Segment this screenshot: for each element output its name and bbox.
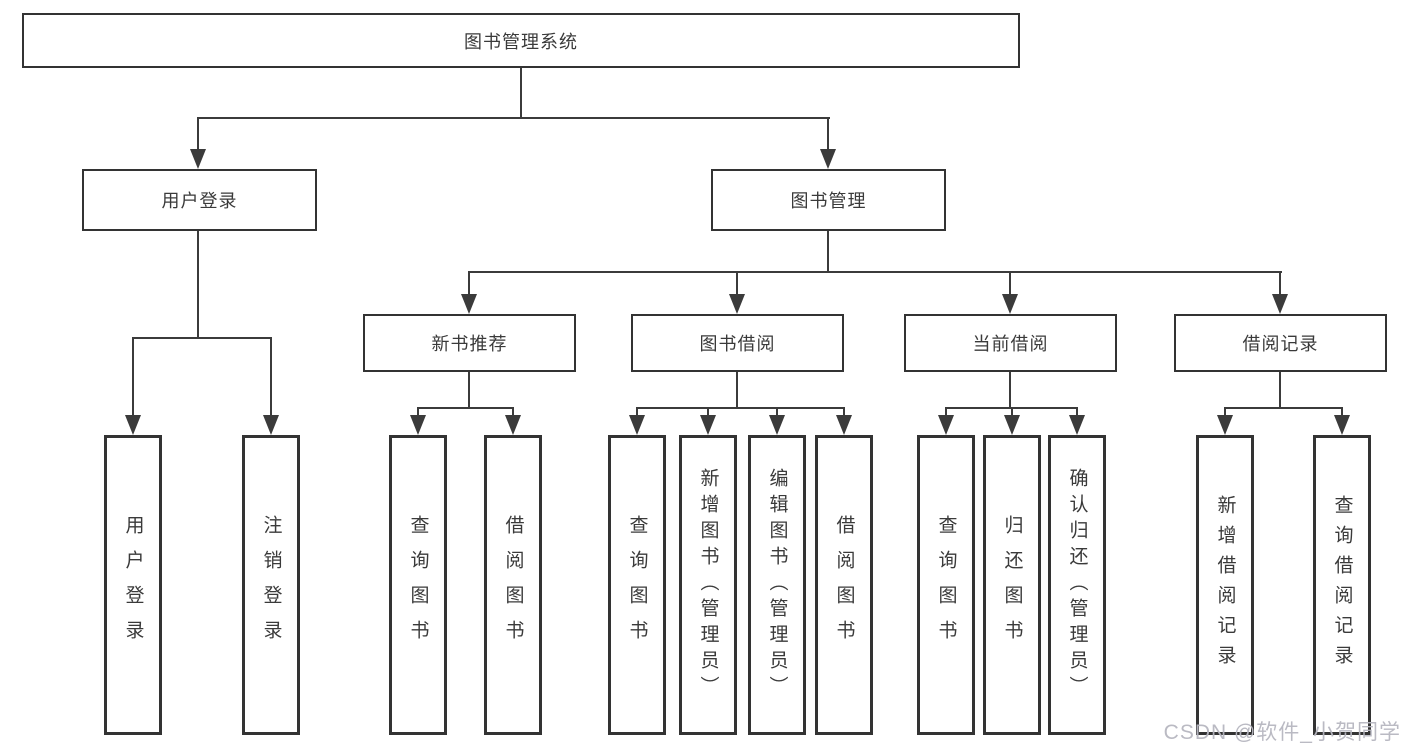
node-leaf-nb-borrow-label: 借阅图书	[502, 515, 524, 655]
node-leaf-br-query: 查询借阅记录	[1313, 435, 1371, 735]
connector-new-book-rec-branch	[417, 407, 514, 409]
node-new-book-rec: 新书推荐	[363, 314, 576, 372]
connector-book-borrow-stem	[736, 372, 738, 409]
node-leaf-bb-borrow-label: 借阅图书	[833, 515, 855, 655]
node-current-borrow-label: 当前借阅	[972, 334, 1049, 354]
connector-root-branch	[197, 117, 830, 119]
node-leaf-cb-query-label: 查询图书	[935, 515, 957, 655]
arrowhead-borrow-records	[1272, 294, 1288, 314]
node-leaf-cb-query: 查询图书	[917, 435, 975, 735]
connector-drop-cb-confirm	[1076, 407, 1078, 417]
node-leaf-br-query-label: 查询借阅记录	[1331, 495, 1353, 675]
connector-drop-book-mgmt	[827, 117, 829, 151]
connector-drop-user-login	[197, 117, 199, 151]
connector-current-borrow-stem	[1009, 372, 1011, 409]
connector-drop-logout-leaf	[270, 337, 272, 417]
connector-drop-new-book-rec	[468, 271, 470, 296]
node-book-borrow: 图书借阅	[631, 314, 844, 372]
node-leaf-bb-query-label: 查询图书	[626, 515, 648, 655]
node-leaf-nb-query-label: 查询图书	[407, 515, 429, 655]
node-book-mgmt-label: 图书管理	[790, 191, 867, 211]
connector-borrow-records-stem	[1279, 372, 1281, 409]
connector-drop-cb-return	[1011, 407, 1013, 417]
connector-root-trunk	[520, 68, 522, 117]
arrowhead-book-mgmt	[820, 149, 836, 169]
connector-drop-borrow-records	[1279, 271, 1281, 296]
connector-book-mgmt-stem	[827, 231, 829, 273]
node-leaf-nb-borrow: 借阅图书	[484, 435, 542, 735]
node-leaf-logout-label: 注销登录	[260, 515, 282, 655]
arrowhead-new-book-rec	[461, 294, 477, 314]
connector-book-borrow-branch	[636, 407, 845, 409]
node-leaf-br-add: 新增借阅记录	[1196, 435, 1254, 735]
node-leaf-user-login-label: 用户登录	[122, 515, 144, 655]
node-leaf-bb-query: 查询图书	[608, 435, 666, 735]
arrowhead-nb-query	[410, 415, 426, 435]
connector-borrow-records-branch	[1224, 407, 1343, 409]
node-leaf-cb-confirm: 确认归还（管理员）	[1048, 435, 1106, 735]
connector-book-mgmt-branch	[468, 271, 1282, 273]
arrowhead-book-borrow	[729, 294, 745, 314]
node-leaf-cb-return-label: 归还图书	[1001, 515, 1023, 655]
arrowhead-cb-confirm	[1069, 415, 1085, 435]
arrowhead-bb-query	[629, 415, 645, 435]
arrowhead-user-login	[190, 149, 206, 169]
csdn-watermark: CSDN @软件_小贺同学	[1163, 721, 1401, 744]
connector-drop-nb-query	[417, 407, 419, 417]
node-leaf-bb-edit-label: 编辑图书（管理员）	[766, 468, 788, 702]
connector-drop-bb-edit	[776, 407, 778, 417]
arrowhead-nb-borrow	[505, 415, 521, 435]
arrowhead-user-login-leaf	[125, 415, 141, 435]
node-user-login: 用户登录	[82, 169, 317, 231]
node-leaf-user-login: 用户登录	[104, 435, 162, 735]
node-book-borrow-label: 图书借阅	[699, 334, 776, 354]
connector-new-book-rec-stem	[468, 372, 470, 409]
arrowhead-br-add	[1217, 415, 1233, 435]
connector-user-login-stem	[197, 231, 199, 339]
arrowhead-cb-query	[938, 415, 954, 435]
arrowhead-bb-edit	[769, 415, 785, 435]
node-root-label: 图书管理系统	[464, 31, 578, 52]
arrowhead-logout-leaf	[263, 415, 279, 435]
arrowhead-br-query	[1334, 415, 1350, 435]
node-new-book-rec-label: 新书推荐	[431, 334, 508, 354]
connector-drop-user-login-leaf	[132, 337, 134, 417]
node-book-mgmt: 图书管理	[711, 169, 946, 231]
connector-drop-book-borrow	[736, 271, 738, 296]
node-leaf-br-add-label: 新增借阅记录	[1214, 495, 1236, 675]
connector-drop-nb-borrow	[512, 407, 514, 417]
connector-drop-bb-query	[636, 407, 638, 417]
node-leaf-cb-return: 归还图书	[983, 435, 1041, 735]
arrowhead-cb-return	[1004, 415, 1020, 435]
node-leaf-cb-confirm-label: 确认归还（管理员）	[1066, 468, 1088, 702]
node-borrow-records: 借阅记录	[1174, 314, 1387, 372]
connector-drop-bb-add	[707, 407, 709, 417]
arrowhead-current-borrow	[1002, 294, 1018, 314]
arrowhead-bb-add	[700, 415, 716, 435]
arrowhead-bb-borrow	[836, 415, 852, 435]
node-leaf-bb-add-label: 新增图书（管理员）	[697, 468, 719, 702]
node-root: 图书管理系统	[22, 13, 1020, 68]
connector-drop-br-add	[1224, 407, 1226, 417]
node-leaf-bb-borrow: 借阅图书	[815, 435, 873, 735]
node-leaf-nb-query: 查询图书	[389, 435, 447, 735]
node-leaf-bb-add: 新增图书（管理员）	[679, 435, 737, 735]
node-user-login-label: 用户登录	[161, 191, 238, 211]
node-borrow-records-label: 借阅记录	[1242, 334, 1319, 354]
connector-user-login-branch	[132, 337, 272, 339]
connector-drop-cb-query	[945, 407, 947, 417]
connector-drop-bb-borrow	[843, 407, 845, 417]
node-current-borrow: 当前借阅	[904, 314, 1117, 372]
node-leaf-bb-edit: 编辑图书（管理员）	[748, 435, 806, 735]
connector-drop-br-query	[1341, 407, 1343, 417]
connector-drop-current-borrow	[1009, 271, 1011, 296]
node-leaf-logout: 注销登录	[242, 435, 300, 735]
